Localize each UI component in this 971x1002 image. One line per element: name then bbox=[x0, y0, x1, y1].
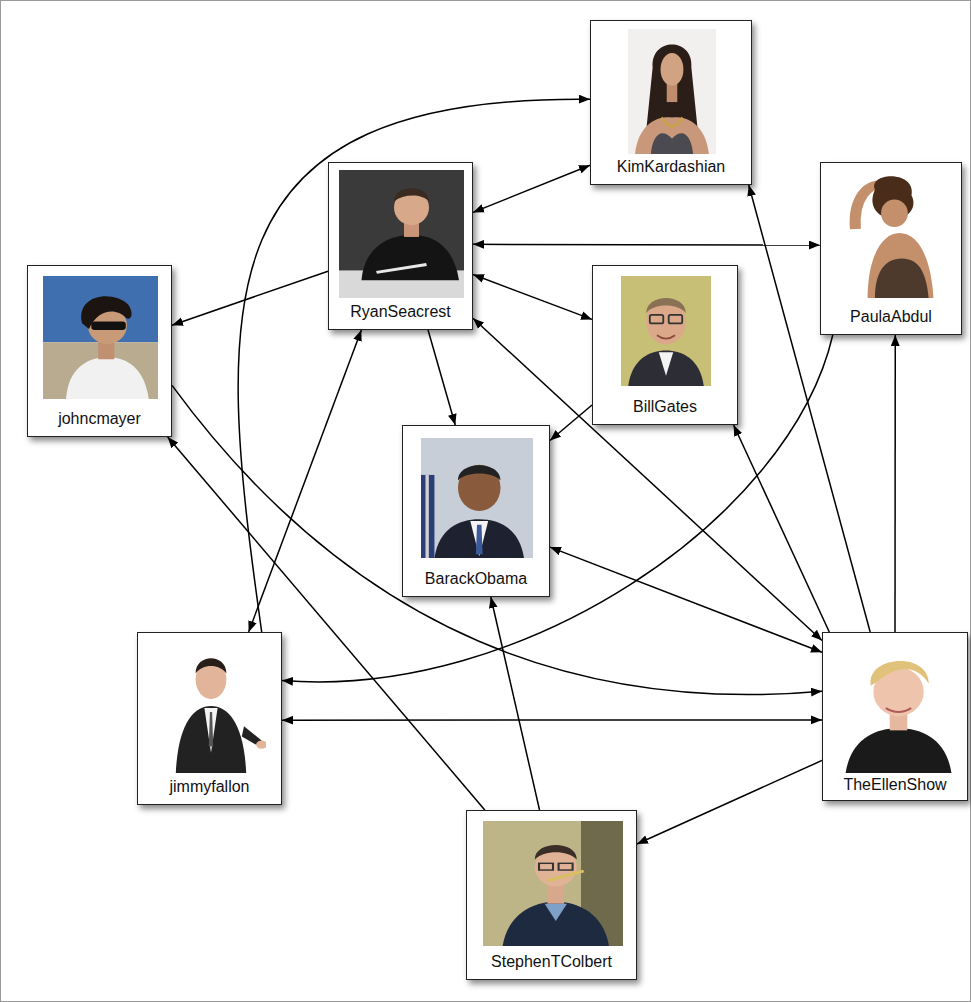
follow-arrow bbox=[894, 335, 896, 632]
profile-box: StephenTColbert bbox=[466, 810, 637, 980]
follow-arrow bbox=[473, 244, 820, 246]
follow-arrow bbox=[282, 335, 833, 682]
profile-photo bbox=[339, 170, 464, 298]
profile-photo bbox=[483, 821, 623, 946]
profile-photo bbox=[833, 641, 959, 773]
profile-photo bbox=[43, 276, 158, 399]
follow-arrow bbox=[428, 330, 455, 425]
profile-name: johncmayer bbox=[28, 409, 171, 428]
profile-photo bbox=[156, 641, 266, 773]
follow-arrow bbox=[172, 271, 328, 325]
follow-arrow bbox=[282, 719, 822, 721]
profile-box: PaulaAbdul bbox=[820, 162, 962, 335]
follow-arrow bbox=[550, 547, 822, 652]
profile-box: jimmyfallon bbox=[137, 632, 282, 805]
profile-name: StephenTColbert bbox=[467, 952, 636, 971]
profile-box: TheEllenShow bbox=[822, 632, 968, 801]
follow-arrow bbox=[238, 99, 590, 632]
follow-arrow bbox=[473, 165, 590, 212]
profile-photo bbox=[421, 438, 533, 558]
profile-box: KimKardashian bbox=[590, 20, 752, 185]
follow-arrow bbox=[734, 425, 830, 632]
profile-name: TheEllenShow bbox=[823, 775, 967, 794]
profile-name: PaulaAbdul bbox=[821, 307, 961, 326]
follow-arrow bbox=[249, 330, 362, 632]
follow-arrow bbox=[473, 275, 592, 320]
profile-box: RyanSeacrest bbox=[328, 162, 473, 330]
follow-arrow bbox=[637, 760, 822, 844]
profile-name: RyanSeacrest bbox=[329, 302, 472, 321]
profile-photo bbox=[628, 29, 716, 154]
profile-photo bbox=[621, 276, 711, 386]
profile-photo bbox=[831, 170, 953, 298]
profile-name: BarackObama bbox=[403, 569, 549, 588]
profile-name: jimmyfallon bbox=[138, 777, 281, 796]
profile-box: johncmayer bbox=[27, 265, 172, 437]
follow-arrow bbox=[491, 597, 540, 810]
profile-box: BillGates bbox=[592, 265, 738, 425]
profile-name: KimKardashian bbox=[591, 157, 751, 176]
profile-name: BillGates bbox=[593, 397, 737, 416]
profile-box: BarackObama bbox=[402, 425, 550, 597]
